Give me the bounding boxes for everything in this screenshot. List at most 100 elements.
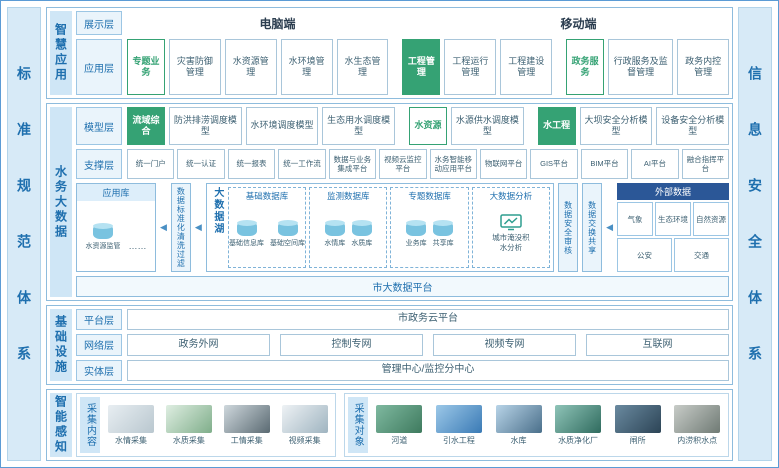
database-cylinder-icon xyxy=(93,222,113,239)
section-water-big-data: 水务大数据 模型层 流域综合 防洪排涝调度模型 水环境调度模型 生态用水调度模型… xyxy=(46,103,733,301)
category-government-service: 政务服务 xyxy=(566,39,605,95)
support-ai-platform: AI平台 xyxy=(631,149,679,179)
support-iot-platform: 物联网平台 xyxy=(479,149,528,179)
management-monitoring-center: 管理中心/监控分中心 xyxy=(127,359,729,381)
app-government-internal-control: 政务内控管理 xyxy=(677,39,730,95)
water-quality-photo xyxy=(165,404,212,433)
section-intelligent-perception: 智能感知 采集内容 水情采集 水质采集 工情采集 xyxy=(46,389,733,461)
data-security-audit: 数据安全审核 xyxy=(558,183,579,272)
database-cylinder-icon xyxy=(406,220,427,236)
net-control-network: 控制专网 xyxy=(280,334,423,356)
object-sluice-station: 闸所 xyxy=(610,397,666,453)
water-quality-db: 水质库 xyxy=(351,219,372,248)
network-layer-row: 网络层 政务外网 控制专网 视频专网 互联网 xyxy=(76,334,729,356)
support-data-business-integration: 数据与业务集成平台 xyxy=(328,149,377,179)
basic-database-group: 基础数据库 基础信息库 基础空间库 xyxy=(227,187,307,268)
collect-water-regime: 水情采集 xyxy=(104,397,158,453)
collect-video: 视频采集 xyxy=(278,397,332,453)
external-data-title: 外部数据 xyxy=(617,183,729,200)
data-lake-row: 应用库 水资源监管 …… ◀ 数据标准化清洗过滤 xyxy=(76,183,729,272)
model-water-supply: 水源供水调度模型 xyxy=(451,107,524,145)
object-waterlogging-point: 内涝积水点 xyxy=(669,397,725,453)
big-data-lake-label: 大数据湖 xyxy=(211,187,223,235)
water-regime-photo xyxy=(107,404,154,433)
information-security-pillar: 信息安全体系 xyxy=(738,7,772,461)
section-intelligent-perception-label: 智能感知 xyxy=(50,393,72,457)
ext-public-security: 公安 xyxy=(617,238,672,272)
network-layer-label: 网络层 xyxy=(76,334,122,356)
app-engineering-operation: 工程运行管理 xyxy=(444,39,497,95)
shared-db: 共享库 xyxy=(433,219,454,248)
support-smart-mobile-platform: 水务智能移动应用平台 xyxy=(429,149,477,179)
ext-ecology-environment: 生态环境 xyxy=(655,202,691,236)
app-water-ecology: 水生态管理 xyxy=(336,39,389,95)
entity-layer-row: 实体层 管理中心/监控分中心 xyxy=(76,359,729,381)
support-gis-platform: GIS平台 xyxy=(530,149,578,179)
purification-plant-caption: 水质净化厂 xyxy=(558,435,599,445)
section-smart-application-label: 智慧应用 xyxy=(50,11,72,95)
information-security-label: 信息安全体系 xyxy=(747,66,763,402)
display-endpoints: 电脑端 移动端 xyxy=(127,11,729,35)
city-government-cloud: 市政务云平台 xyxy=(127,309,729,331)
object-diversion-project: 引水工程 xyxy=(431,397,487,453)
database-cylinder-icon xyxy=(351,220,372,236)
section-smart-application: 智慧应用 展示层 电脑端 移动端 应用层 专题业务 灾害防御管理 水资源管理 水… xyxy=(46,7,733,99)
support-unified-auth: 统一认证 xyxy=(177,149,225,179)
entity-layer-label: 实体层 xyxy=(76,359,122,381)
business-db-label: 业务库 xyxy=(405,240,427,247)
platform-layer-row: 平台层 市政务云平台 xyxy=(76,309,729,331)
database-cylinder-icon xyxy=(433,220,454,236)
water-regime-caption: 水情采集 xyxy=(114,435,147,445)
data-standardize-clean-filter: 数据标准化清洗过滤 xyxy=(170,183,191,272)
data-exchange-share: 数据交换共享 xyxy=(582,183,603,272)
analysis-icon xyxy=(500,214,522,231)
section-infrastructure-label: 基础设施 xyxy=(50,309,72,381)
shared-db-label: 共享库 xyxy=(432,240,454,247)
category-special-business: 专题业务 xyxy=(127,39,165,95)
standards-system-pillar: 标准规范体系 xyxy=(7,7,41,461)
object-reservoir: 水库 xyxy=(491,397,547,453)
collect-engineering: 工情采集 xyxy=(220,397,274,453)
net-internet: 互联网 xyxy=(586,334,729,356)
mobile-endpoint-label: 移动端 xyxy=(560,16,597,31)
video-photo xyxy=(281,404,328,433)
ext-transportation: 交通 xyxy=(674,238,729,272)
reservoir-photo xyxy=(495,404,542,433)
support-fusion-command-platform: 融合指挥平台 xyxy=(681,149,730,179)
water-regime-db: 水情库 xyxy=(324,219,345,248)
support-bim-platform: BIM平台 xyxy=(580,149,629,179)
application-layer-label: 应用层 xyxy=(76,39,122,95)
app-engineering-construction: 工程建设管理 xyxy=(500,39,553,95)
support-unified-portal: 统一门户 xyxy=(127,149,175,179)
basic-spatial-db-label: 基础空间库 xyxy=(270,240,305,247)
app-disaster-defense: 灾害防御管理 xyxy=(169,39,221,95)
collection-content-group: 采集内容 水情采集 水质采集 工情采集 视频采 xyxy=(76,393,336,457)
big-data-lake: 大数据湖 基础数据库 基础信息库 基础空间库 xyxy=(205,183,555,272)
object-purification-plant: 水质净化厂 xyxy=(550,397,606,453)
model-layer-row: 模型层 流域综合 防洪排涝调度模型 水环境调度模型 生态用水调度模型 水资源 水… xyxy=(76,107,730,145)
big-data-analysis-group: 大数据分析 城市淹没积水分析 xyxy=(471,187,551,268)
model-flood-drainage: 防洪排涝调度模型 xyxy=(169,107,242,145)
net-government-extranet: 政务外网 xyxy=(127,334,270,356)
waterlogging-photo xyxy=(674,404,721,433)
collect-water-quality: 水质采集 xyxy=(162,397,216,453)
section-water-big-data-label: 水务大数据 xyxy=(50,107,72,297)
category-water-engineering: 水工程 xyxy=(537,107,576,145)
collection-content-label: 采集内容 xyxy=(80,397,100,453)
category-water-resources: 水资源 xyxy=(409,107,448,145)
big-data-analysis-title: 大数据分析 xyxy=(489,191,533,201)
applib-database: 水资源监管 xyxy=(86,222,121,251)
display-layer-label: 展示层 xyxy=(76,11,122,35)
river-caption: 河道 xyxy=(391,435,408,445)
database-cylinder-icon xyxy=(277,220,298,236)
basic-spatial-db: 基础空间库 xyxy=(270,219,305,248)
application-library-title: 应用库 xyxy=(77,184,155,201)
category-engineering-mgmt: 工程管理 xyxy=(402,39,441,95)
engineering-photo xyxy=(223,404,270,433)
basic-info-db-label: 基础信息库 xyxy=(229,240,264,247)
app-admin-service-supervision: 行政服务及监督管理 xyxy=(608,39,674,95)
external-data-panel: 外部数据 气象 生态环境 自然资源 公安 交通 xyxy=(617,183,729,272)
display-layer-row: 展示层 电脑端 移动端 xyxy=(76,11,729,35)
model-dam-safety: 大坝安全分析模型 xyxy=(579,107,653,145)
water-quality-caption: 水质采集 xyxy=(172,435,205,445)
